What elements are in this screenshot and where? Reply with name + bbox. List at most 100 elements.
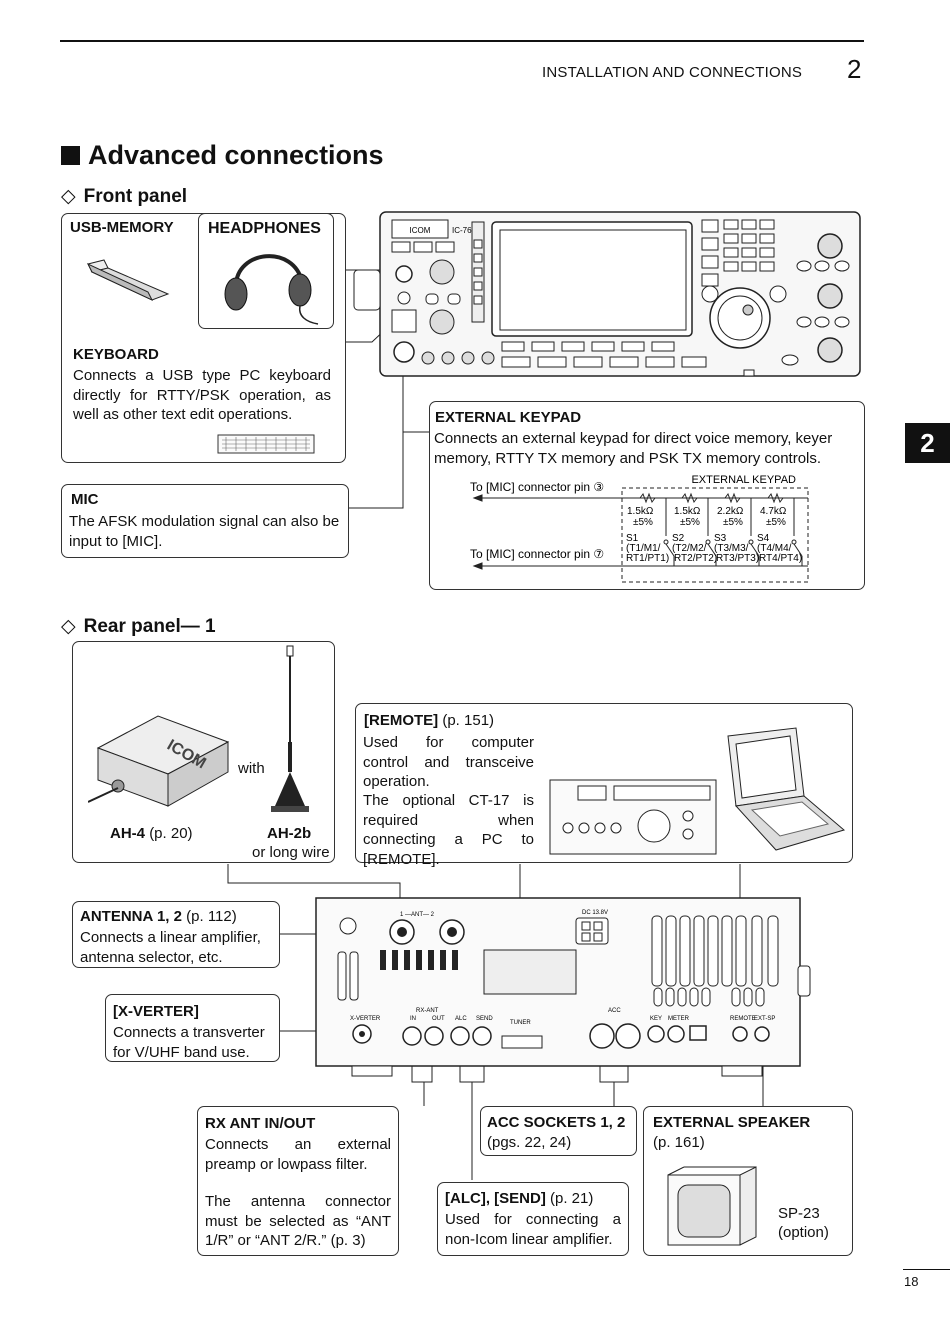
ah2b-label: AH-2b [267,825,312,842]
rear-xverter-label: X-VERTER [350,1016,381,1022]
rear-alc-label: ALC [455,1016,467,1022]
usb-stick-icon [86,259,170,302]
s1-l1: (T1/M1/ [626,543,661,554]
front-panel-heading: ◇Front panel [61,186,188,207]
ah4-tuner-icon: ICOM [88,715,230,807]
with-label: with [238,760,265,777]
rear-tuner-label: TUNER [510,1020,531,1026]
rear-key-label: KEY [650,1016,662,1022]
page-number: 18 [904,1274,919,1289]
rear-panel-heading: ◇Rear panel— 1 [61,616,216,637]
transceiver-rear-panel: 1 —ANT— 2 DC 13.8V X-VERTER RX-ANT IN OU… [315,897,811,1077]
radio-model: IC-7600 [452,226,481,235]
rear-acc-label: ACC [608,1008,621,1014]
s2-l1: (T2/M2/ [672,543,707,554]
running-header: INSTALLATION AND CONNECTIONS [542,64,803,81]
laptop-icon [727,727,846,851]
speaker-box: EXTERNAL SPEAKER (p. 161) SP-23 (option) [643,1106,853,1256]
keypad-schematic: EXTERNAL KEYPAD To [MIC] connector pin ③… [470,474,809,583]
antenna-box: ANTENNA 1, 2 (p. 112) Connects a linear … [72,901,280,968]
alc-send-text: Used for connecting a non-Icom linear am… [445,1211,621,1248]
xverter-text: Connects a transverter for V/UHF band us… [113,1024,265,1061]
rear-in-label: IN [410,1016,416,1022]
r4-value: 4.7kΩ [760,506,787,517]
keyboard-icon [217,434,315,454]
s2-l2: RT2/PT2) [674,553,717,564]
s4-name: S4 [757,533,770,544]
rxant-text-1: Connects an external preamp or lowpass f… [205,1136,391,1173]
speaker-label: EXTERNAL SPEAKER [653,1114,811,1131]
r1-value: 1.5kΩ [627,506,654,517]
alc-send-box: [ALC], [SEND] (p. 21) Used for connectin… [437,1182,629,1256]
keypad-diagram-title: EXTERNAL KEYPAD [691,474,796,486]
footer-rule [903,1269,950,1270]
alc-send-title: [ALC], [SEND] (p. 21) [445,1190,594,1207]
r2-value: 1.5kΩ [674,506,701,517]
external-keypad-box: EXTERNAL KEYPAD Connects an external key… [429,401,865,590]
header-rule [60,40,864,42]
s4-l1: (T4/M4/ [757,543,792,554]
speaker-icon [667,1166,757,1246]
keyboard-label: KEYBOARD [73,346,159,363]
s3-name: S3 [714,533,727,544]
rear-extsp-label: EXT-SP [754,1016,775,1022]
chapter-tab: 2 [905,423,950,463]
rear-dc-label: DC 13.8V [582,910,608,916]
radio-set-icon [549,779,717,855]
antenna-title: ANTENNA 1, 2 (p. 112) [80,908,237,925]
rear-out-label: OUT [432,1016,445,1022]
mic-box: MIC The AFSK modulation signal can also … [61,484,349,558]
xverter-box: [X-VERTER] Connects a transverter for V/… [105,994,280,1062]
speaker-option: (option) [778,1224,829,1241]
radio-brand: ICOM [410,226,431,235]
rxant-label: RX ANT IN/OUT [205,1115,316,1132]
xverter-label: [X-VERTER] [113,1003,199,1020]
r2-tol: ±5% [680,517,700,528]
rxant-text-2: The antenna connector must be selected a… [205,1193,391,1249]
pin7-label: To [MIC] connector pin ⑦ [470,547,604,561]
ah2b-sub: or long wire [252,844,330,861]
remote-title: [REMOTE] (p. 151) [364,712,495,729]
diamond-icon: ◇ [61,186,76,207]
speaker-ref: (p. 161) [653,1134,705,1151]
antenna-text: Connects a linear amplifier, antenna sel… [80,929,261,966]
rxant-box: RX ANT IN/OUT Connects an external pream… [197,1106,399,1256]
acc-label: ACC SOCKETS 1, 2 [487,1114,626,1131]
ah2b-antenna-icon [271,645,309,812]
external-keypad-text: Connects an external keypad for direct v… [434,430,833,467]
transceiver-front-panel: ICOM IC-7600 [353,211,861,377]
mic-label: MIC [71,491,99,508]
section-title: Advanced connections [61,140,384,171]
s1-l2: RT1/PT1) [626,553,669,564]
keyboard-text: Connects a USB type PC keyboard directly… [73,367,331,423]
rear-send-label: SEND [476,1016,493,1022]
ah4-box: ICOM with AH-4 (p. 20) AH-2b or long wir… [72,641,335,863]
mic-leader-line [349,365,404,509]
s4-l2: RT4/PT4) [759,553,802,564]
diamond-icon: ◇ [61,616,76,637]
s3-l2: RT3/PT3) [716,553,759,564]
rear-remote-label: REMOTE [730,1016,756,1022]
usb-memory-label: USB-MEMORY [70,219,174,236]
s2-name: S2 [672,533,685,544]
r3-tol: ±5% [723,517,743,528]
chapter-number: 2 [847,54,862,84]
r4-tol: ±5% [766,517,786,528]
remote-text-2: The optional CT-17 is required when conn… [363,792,534,868]
pin3-label: To [MIC] connector pin ③ [470,480,604,494]
r3-value: 2.2kΩ [717,506,744,517]
s3-l1: (T3/M3/ [714,543,749,554]
acc-box: ACC SOCKETS 1, 2 (pgs. 22, 24) [480,1106,637,1156]
rear-meter-label: METER [668,1016,690,1022]
rear-ant-label: 1 —ANT— 2 [400,912,435,918]
external-keypad-label: EXTERNAL KEYPAD [435,409,582,426]
speaker-model: SP-23 [778,1205,820,1222]
r1-tol: ±5% [633,517,653,528]
acc-ref: (pgs. 22, 24) [487,1134,572,1151]
remote-text-1: Used for computer control and transceive… [363,734,534,790]
remote-box: [REMOTE] (p. 151) Used for computer cont… [355,703,853,868]
headphones-label: HEADPHONES [208,220,321,237]
square-bullet-icon [61,146,80,165]
ah4-caption: AH-4 (p. 20) [110,825,193,842]
mic-text: The AFSK modulation signal can also be i… [69,513,340,550]
